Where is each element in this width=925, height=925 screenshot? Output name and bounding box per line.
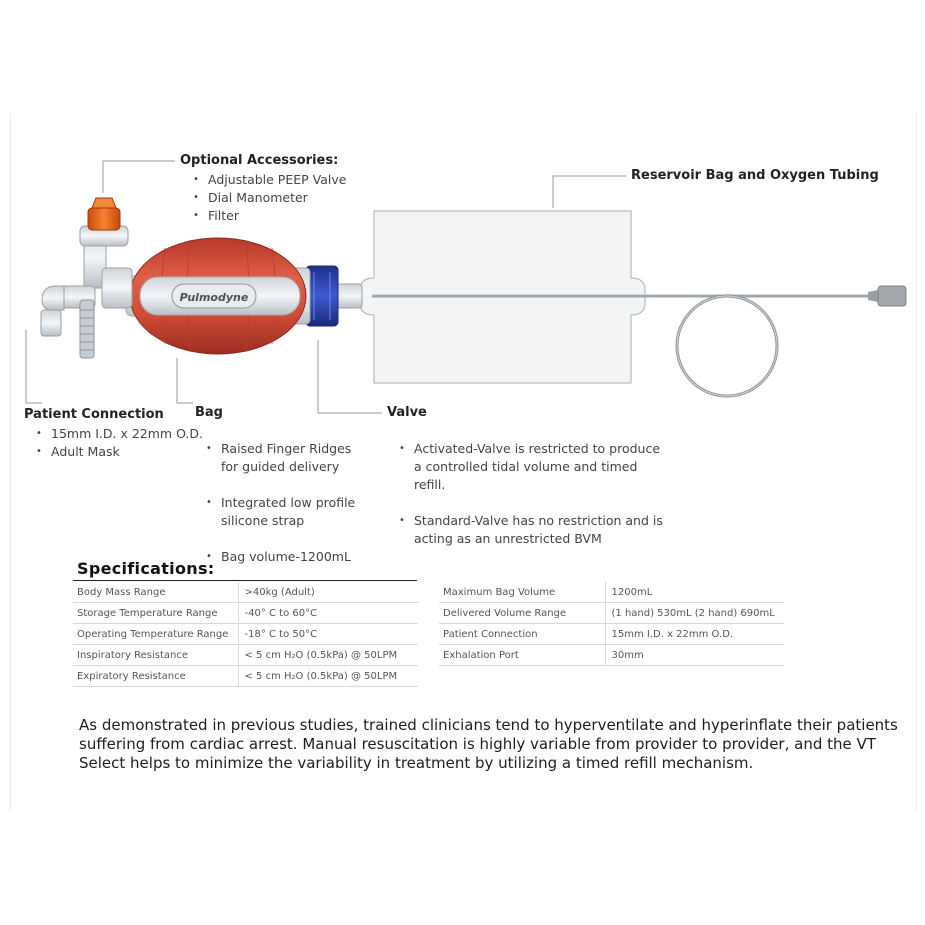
spec-value: < 5 cm H₂O (0.5kPa) @ 50LPM <box>237 644 418 666</box>
list-item: Raised Finger Ridges for guided delivery <box>203 440 355 476</box>
patient-title: Patient Connection <box>24 407 164 422</box>
list-item: Filter <box>190 207 346 225</box>
specifications-rule <box>73 580 417 581</box>
oxygen-connector <box>877 285 907 307</box>
spec-value: >40kg (Adult) <box>237 582 418 603</box>
table-row: Delivered Volume Range (1 hand) 530mL (2… <box>439 602 784 624</box>
list-item: Standard-Valve has no restriction and is… <box>396 512 663 548</box>
exhalation-port <box>79 299 95 359</box>
reservoir-title: Reservoir Bag and Oxygen Tubing <box>631 168 879 183</box>
brand-logo: Pulmodyne <box>180 291 249 304</box>
valve-blue-collar <box>305 265 339 327</box>
specifications-title: Specifications: <box>77 559 215 578</box>
spec-label: Inspiratory Resistance <box>73 644 238 666</box>
spec-label: Exhalation Port <box>439 644 605 666</box>
patient-list: 15mm I.D. x 22mm O.D. Adult Mask <box>33 425 203 461</box>
list-item: 15mm I.D. x 22mm O.D. <box>33 425 203 443</box>
spec-table-right: Maximum Bag Volume 1200mL Delivered Volu… <box>439 582 784 666</box>
spec-label: Operating Temperature Range <box>73 623 238 645</box>
list-item: Integrated low profile silicone strap <box>203 494 355 530</box>
table-row: Storage Temperature Range -40° C to 60°C <box>73 602 418 624</box>
bag-list: Raised Finger Ridges for guided delivery… <box>203 422 355 584</box>
list-item: Dial Manometer <box>190 189 346 207</box>
spec-value: < 5 cm H₂O (0.5kPa) @ 50LPM <box>237 665 418 687</box>
valve-leader <box>317 340 382 414</box>
table-row: Body Mass Range >40kg (Adult) <box>73 582 418 603</box>
spec-label: Patient Connection <box>439 623 605 645</box>
spec-label: Storage Temperature Range <box>73 602 238 624</box>
spec-label: Delivered Volume Range <box>439 602 605 624</box>
oxygen-tubing-coil <box>675 294 779 398</box>
spec-value: -18° C to 50°C <box>237 623 418 645</box>
table-row: Maximum Bag Volume 1200mL <box>439 582 784 603</box>
list-item: Bag volume-1200mL <box>203 548 355 566</box>
spec-value: (1 hand) 530mL (2 hand) 690mL <box>604 602 784 624</box>
valve-list: Activated-Valve is restricted to produce… <box>396 422 663 566</box>
table-row: Operating Temperature Range -18° C to 50… <box>73 623 418 645</box>
reservoir-leader <box>552 175 626 208</box>
bag-title: Bag <box>195 405 223 420</box>
table-row: Exhalation Port 30mm <box>439 644 784 666</box>
table-row: Patient Connection 15mm I.D. x 22mm O.D. <box>439 623 784 645</box>
accessories-title: Optional Accessories: <box>180 153 339 168</box>
patient-port <box>40 309 62 337</box>
spec-label: Expiratory Resistance <box>73 665 238 687</box>
spec-value: 1200mL <box>604 582 784 603</box>
patient-leader <box>25 330 42 404</box>
peep-valve-cap <box>87 207 121 231</box>
valve-title: Valve <box>387 405 427 420</box>
accessories-leader <box>102 160 175 193</box>
table-row: Inspiratory Resistance < 5 cm H₂O (0.5kP… <box>73 644 418 666</box>
bag-leader <box>176 358 193 404</box>
list-item: Activated-Valve is restricted to produce… <box>396 440 663 494</box>
accessories-list: Adjustable PEEP Valve Dial Manometer Fil… <box>190 171 346 225</box>
spec-label: Maximum Bag Volume <box>439 582 605 603</box>
reservoir-bag <box>359 210 878 384</box>
spec-value: 30mm <box>604 644 784 666</box>
spec-table-left: Body Mass Range >40kg (Adult) Storage Te… <box>73 582 418 687</box>
spec-label: Body Mass Range <box>73 582 238 603</box>
description-paragraph: As demonstrated in previous studies, tra… <box>79 716 898 772</box>
list-item: Adjustable PEEP Valve <box>190 171 346 189</box>
table-row: Expiratory Resistance < 5 cm H₂O (0.5kPa… <box>73 665 418 687</box>
spec-value: -40° C to 60°C <box>237 602 418 624</box>
spec-value: 15mm I.D. x 22mm O.D. <box>604 623 784 645</box>
list-item: Adult Mask <box>33 443 203 461</box>
